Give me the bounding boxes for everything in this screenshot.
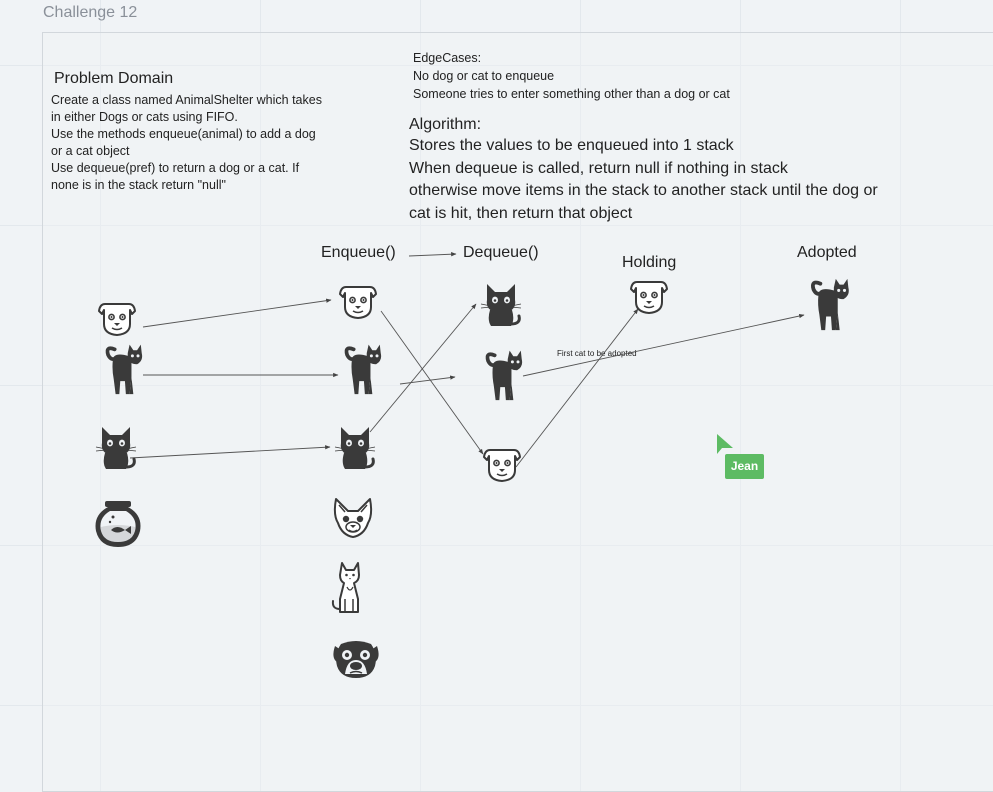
problem-domain-line: in either Dogs or cats using FIFO. [51,110,238,124]
connector-arrow [515,308,639,468]
dog-face-icon [630,281,668,314]
dog-face-icon [339,286,377,319]
algorithm-line: When dequeue is called, return null if n… [409,160,788,177]
problem-domain-line: or a cat object [51,144,130,158]
connector-arrow [522,313,805,377]
edge-cases-heading: EdgeCases: [413,51,482,65]
connector-arrow [399,375,456,385]
problem-domain-line: none is in the stack return "null" [51,178,226,192]
problem-domain-line: Use the methods enqueue(animal) to add a… [51,127,316,141]
sitting-cat-icon [331,562,360,613]
cat-face-icon [479,282,523,328]
dequeue-label: Dequeue() [463,244,539,261]
diagram-svg [94,252,993,679]
cat-icon [487,351,522,400]
edge-case-line: Someone tries to enter something other t… [413,87,730,101]
problem-domain-line: Use dequeue(pref) to return a dog or a c… [51,161,300,175]
edge-case-line: No dog or cat to enqueue [413,69,555,83]
algorithm-line: cat is hit, then return that object [409,205,633,222]
first-cat-annotation: First cat to be adopted [557,349,637,358]
cat-icon [107,345,142,394]
dog-face-icon [483,449,521,482]
connector-arrow [369,303,477,433]
algorithm-heading: Algorithm: [409,116,482,133]
cat-icon [813,279,849,330]
connector-arrow [380,310,484,455]
chihuahua-icon [333,498,373,538]
cat-icon [346,345,381,394]
cat-face-icon [94,425,138,471]
cat-face-icon [333,425,377,471]
board-title: Challenge 12 [43,4,138,21]
dog-face-icon [98,303,136,336]
collaborator-cursor-icon [717,434,733,454]
holding-label: Holding [622,254,677,271]
fishbowl-icon [95,501,141,547]
collaborator-cursor-label: Jean [725,454,764,479]
enqueue-label: Enqueue() [321,244,396,261]
pug-icon [332,640,380,679]
connector-arrow [129,445,331,459]
connector-arrow [408,252,457,257]
connector-lines [129,252,805,468]
problem-domain-line: Create a class named AnimalShelter which… [51,93,322,107]
problem-domain-heading: Problem Domain [54,70,174,87]
adopted-label: Adopted [797,244,857,261]
connector-arrow [142,298,332,328]
algorithm-line: otherwise move items in the stack to ano… [409,182,878,199]
algorithm-line: Stores the values to be enqueued into 1 … [409,137,734,154]
